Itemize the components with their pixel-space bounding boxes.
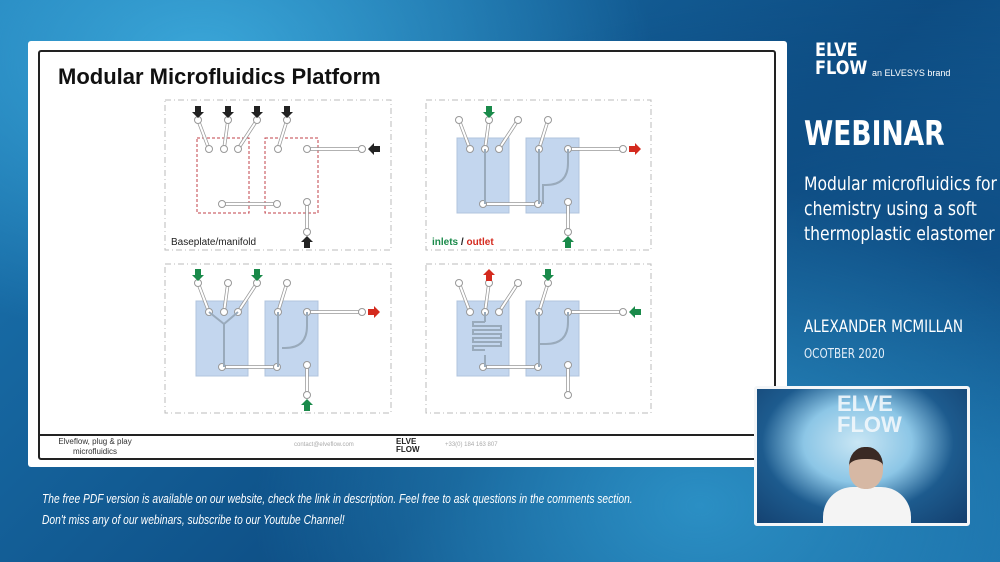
webinar-heading: WEBINAR	[804, 114, 945, 154]
slide-title: Modular Microfluidics Platform	[58, 64, 381, 89]
footer-logo: ELVE FLOW	[396, 437, 420, 454]
slide-footer: Elveflow, plug & play microfluidics cont…	[40, 434, 774, 458]
label-separator: /	[460, 237, 464, 248]
webcam-video: ELVE FLOW	[754, 386, 970, 526]
inlets-label: inlets	[432, 237, 459, 248]
caption-line2: Don't miss any of our webinars, subscrib…	[42, 513, 345, 527]
webcam-backdrop-logo: ELVE FLOW	[837, 391, 902, 437]
slide-frame: Modular Microfluidics Platform	[38, 50, 776, 460]
outlet-label: outlet	[466, 237, 494, 248]
footer-tagline: Elveflow, plug & play microfluidics	[58, 437, 132, 456]
inlets-outlet-label: inlets / outlet	[432, 237, 494, 248]
presenter-name: ALEXANDER MCMILLAN	[804, 317, 964, 337]
caption-line1: The free PDF version is available on our…	[42, 492, 633, 506]
webinar-subtitle: Modular microfluidics for chemistry usin…	[804, 173, 997, 245]
footer-email: contact@elveflow.com	[294, 442, 354, 448]
caption: The free PDF version is available on our…	[42, 489, 633, 531]
presenter-body	[823, 487, 911, 523]
presenter-head	[849, 447, 883, 489]
baseplate-label: Baseplate/manifold	[171, 237, 257, 248]
microfluidic-diagrams	[164, 99, 652, 414]
presentation-slide: Modular Microfluidics Platform	[28, 41, 787, 467]
brand-text: an ELVESYS brand	[872, 68, 951, 78]
logo-line1: ELVE	[815, 39, 858, 61]
footer-phone: +33(0) 184 163 807	[445, 442, 498, 448]
logo-line2: FLOW	[815, 57, 868, 79]
webinar-date: OCOTBER 2020	[804, 347, 885, 362]
